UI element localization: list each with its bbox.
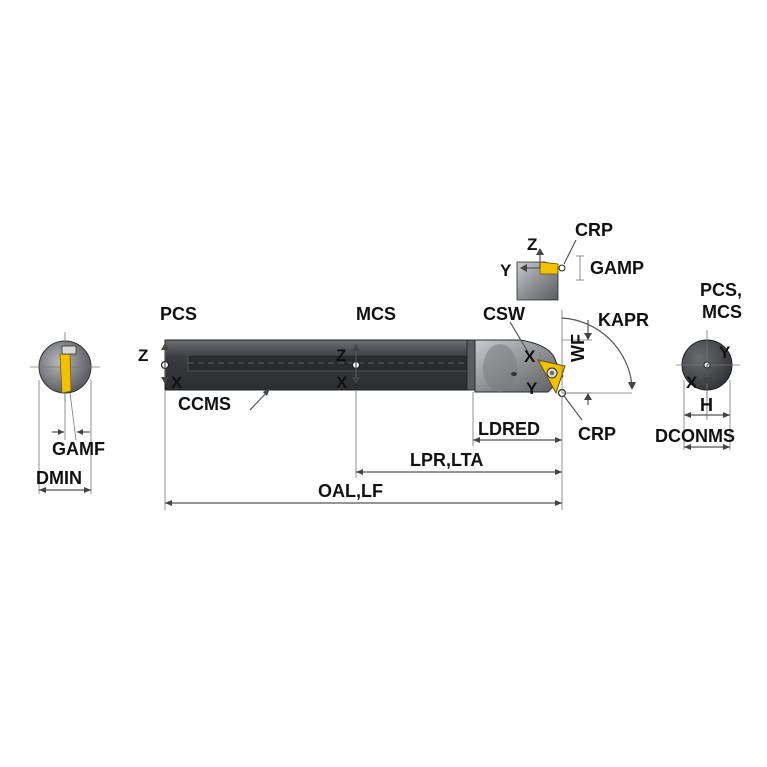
pcs-mcs-label-line1: PCS,: [700, 280, 742, 300]
crp-top-label: CRP: [575, 220, 613, 240]
dconms-label: DCONMS: [655, 426, 735, 446]
left-end-view: [30, 332, 100, 494]
y-axis-label-right: Y: [719, 343, 731, 362]
y-axis-label-top: Y: [500, 261, 512, 280]
y-axis-label-head: Y: [526, 379, 538, 398]
x-axis-label-right: X: [686, 373, 698, 392]
csw-label: CSW: [483, 304, 525, 324]
right-end-view: [676, 330, 740, 450]
z-axis-label-mcs: Z: [336, 346, 346, 365]
pcs-label: PCS: [160, 304, 197, 324]
insert-yellow-top: [539, 261, 559, 275]
mcs-label: MCS: [356, 304, 396, 324]
x-axis-label-head: X: [524, 347, 536, 366]
x-axis-label-pcs: X: [171, 373, 183, 392]
lpr-lta-label: LPR,LTA: [410, 450, 483, 470]
gamf-label: GAMF: [52, 439, 105, 459]
wf-label: WF: [568, 334, 588, 362]
ldred-label: LDRED: [478, 419, 540, 439]
kapr-label: KAPR: [598, 310, 649, 330]
gamp-label: GAMP: [590, 258, 644, 278]
oal-lf-label: OAL,LF: [318, 481, 383, 501]
kapr-angle: [561, 310, 636, 394]
insert-yellow-end: [59, 353, 72, 394]
crp-bottom-label: CRP: [578, 424, 616, 444]
boring-bar-side-view: [160, 339, 567, 398]
length-dimensions: [164, 390, 563, 510]
ccms-label: CCMS: [178, 394, 231, 414]
dmin-label: DMIN: [36, 468, 82, 488]
pcs-mcs-label-line2: MCS: [702, 302, 742, 322]
z-axis-label-top: Z: [527, 235, 537, 254]
insert-top-view: [516, 239, 584, 301]
x-axis-label-mcs: X: [336, 373, 348, 392]
h-label: H: [700, 395, 713, 415]
z-axis-label-pcs: Z: [138, 346, 148, 365]
